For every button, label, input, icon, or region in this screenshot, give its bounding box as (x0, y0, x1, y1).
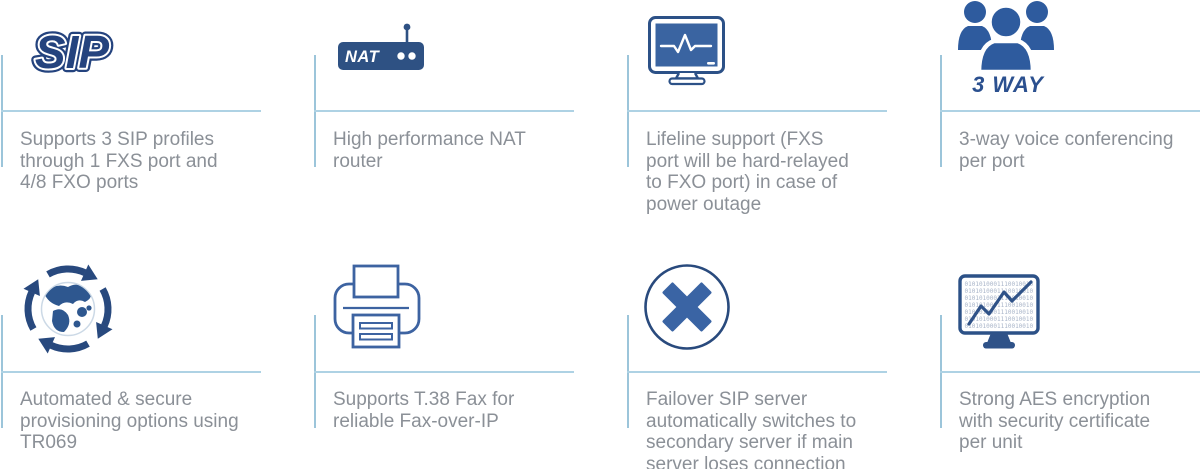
nat-router-icon: NAT (338, 23, 424, 70)
monitor-stand (983, 333, 1015, 349)
globe-sync-icon (23, 262, 116, 356)
horizontal-accent-line (627, 371, 887, 373)
feature-item-nat-router: NAT High performance NAT router (314, 0, 627, 234)
svg-text:010101000111001001010010: 010101000111001001010010 (965, 295, 1043, 302)
failover-x (662, 282, 712, 332)
feature-description: 3-way voice conferencing per port (959, 129, 1174, 172)
feature-description: Failover SIP server automatically switch… (646, 389, 857, 469)
svg-text:010101000111001001010010: 010101000111001001010010 (965, 309, 1043, 316)
feature-description: Lifeline support (FXS port will be hard-… (646, 129, 849, 215)
feature-item-three-way: 3 WAY 3-way voice conferencing per port (940, 0, 1200, 234)
right-person-head (1026, 1, 1048, 23)
feature-description: Supports T.38 Fax for reliable Fax-over-… (333, 389, 515, 432)
trend-line (967, 280, 1033, 326)
router-led-1 (397, 52, 405, 60)
svg-text:010101000111001001010010: 010101000111001001010010 (965, 302, 1043, 309)
horizontal-accent-line (314, 110, 574, 112)
sip-logo-fill-text: SIP (35, 26, 109, 78)
feature-item-lifeline-support: Lifeline support (FXS port will be hard-… (627, 0, 940, 234)
sip-logo-icon: SIP SIP SIP (31, 22, 114, 80)
nat-label-text: NAT (345, 48, 381, 66)
monitor-base (668, 77, 706, 86)
binary-monitor-icon: 010101000111001001010010 010101000111001… (958, 274, 1043, 349)
sync-arrow (23, 279, 40, 331)
horizontal-accent-line (1, 371, 261, 373)
right-person-body (1020, 26, 1054, 50)
svg-text:010101000111001001010010: 010101000111001001010010 (965, 323, 1043, 330)
paper-tray (351, 313, 401, 349)
antenna-tip (403, 23, 411, 31)
feature-description: Strong AES encryption with security cert… (959, 389, 1151, 453)
horizontal-accent-line (314, 371, 574, 373)
screen-dash (707, 62, 715, 65)
horizontal-accent-line (940, 110, 1200, 112)
feature-description: Automated & secure provisioning options … (20, 389, 239, 453)
horizontal-accent-line (1, 110, 261, 112)
left-person-head (964, 1, 986, 23)
feature-item-t38-fax: Supports T.38 Fax for reliable Fax-over-… (314, 235, 627, 469)
feature-item-aes-encryption: 010101000111001001010010 010101000111001… (940, 235, 1200, 469)
heartbeat-monitor-icon (648, 16, 725, 86)
x-circle-icon (644, 264, 730, 350)
globe-landmass (44, 284, 92, 332)
center-person-body (976, 38, 1036, 75)
svg-text:010101000111001001010010: 010101000111001001010010 (965, 316, 1043, 323)
sip-logo-outline-text: SIP (35, 26, 109, 78)
feature-item-auto-provisioning: Automated & secure provisioning options … (1, 235, 314, 469)
feature-description: Supports 3 SIP profiles through 1 FXS po… (20, 129, 218, 193)
svg-text:010101000111001001010010: 010101000111001001010010 (965, 288, 1043, 295)
center-person-head (987, 3, 1025, 41)
router-body (338, 42, 424, 70)
svg-text:010101000111001001010010: 010101000111001001010010 (965, 281, 1043, 288)
tray-line-2 (359, 333, 393, 341)
fax-printer-icon (333, 264, 421, 349)
feature-item-failover: Failover SIP server automatically switch… (627, 235, 940, 469)
heartbeat-line (659, 33, 713, 54)
sip-logo-inline-text: SIP (35, 26, 109, 78)
tray-line-1 (359, 322, 393, 330)
left-person-body (958, 26, 992, 50)
conference-people-icon: 3 WAY (958, 1, 1054, 97)
feature-item-sip-profiles: SIP SIP SIP Supports 3 SIP profiles thro… (1, 0, 314, 234)
three-way-label-text: 3 WAY (972, 72, 1045, 97)
horizontal-accent-line (627, 110, 887, 112)
paper-top (352, 264, 400, 299)
horizontal-accent-line (940, 371, 1200, 373)
router-led-2 (408, 52, 416, 60)
binary-text-rows: 010101000111001001010010 010101000111001… (965, 281, 1043, 330)
feature-description: High performance NAT router (333, 129, 526, 172)
